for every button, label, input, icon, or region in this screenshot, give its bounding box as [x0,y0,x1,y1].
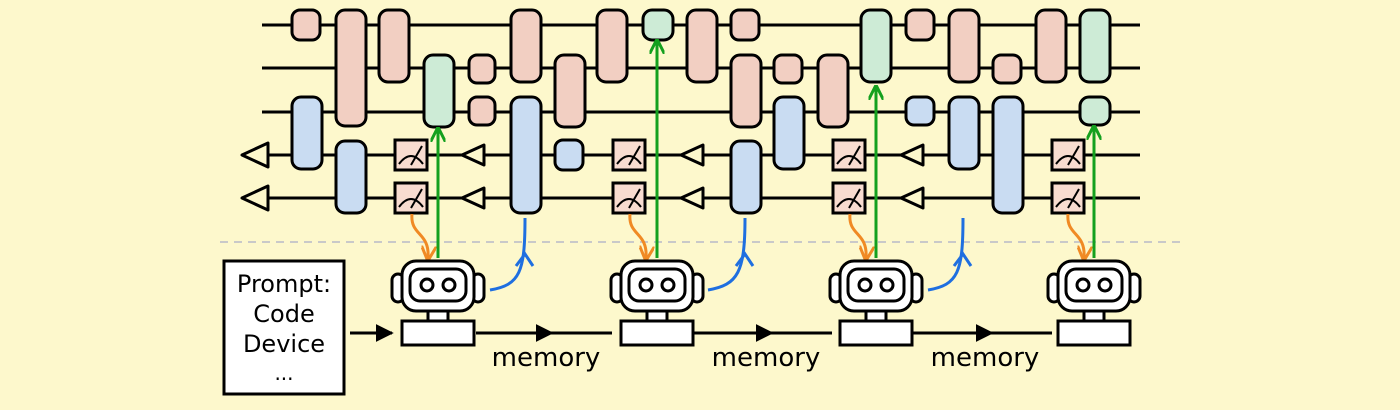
memory-label: memory [712,343,821,373]
memory-label: memory [931,343,1040,373]
measurements [393,138,1086,215]
gate [553,53,587,129]
blue-arrows [489,217,973,292]
prompt-line-2: Code [253,300,314,328]
blue-arrow-head [514,251,535,267]
blue-arrow [927,217,965,292]
triangle-left-icon [899,143,925,167]
gate [904,8,936,42]
gate [553,138,585,172]
green-gates [422,8,1112,129]
orange-arrows [410,213,1084,258]
triangle-left-icon [679,143,705,167]
gate [467,95,497,127]
gate [509,95,543,215]
meter-icon [611,181,647,215]
triangle-left-icon [899,186,925,210]
memory-label: memory [492,343,601,373]
meter-icon [831,138,867,172]
green-arrows [438,42,1094,258]
gate [729,53,763,129]
gate [816,53,850,129]
robot-icon [1046,259,1142,347]
blue-gates [290,95,1025,215]
gate [334,8,368,128]
gate [685,8,719,84]
orange-arrow [848,213,866,258]
gate [772,95,806,171]
pink-gates [290,8,1068,129]
gate [334,139,368,215]
blue-arrow-head [952,251,973,267]
prompt-line-1: Prompt: [237,270,331,298]
orange-arrow [410,213,428,258]
triangle-left-icon [240,141,270,169]
triangle-left-icon [240,184,270,212]
gate [904,95,936,127]
triangle-left-icon [679,186,705,210]
gate [729,139,763,215]
blue-arrow-head [734,251,755,267]
gate [377,8,411,84]
triangle-left-icon [460,186,486,210]
meter-icon [831,181,867,215]
gate [1078,95,1112,127]
gate [991,53,1023,85]
gate [641,8,675,42]
meter-icon [1050,138,1086,172]
agents [390,259,1142,347]
robot-icon [828,259,924,347]
meter-icon [393,181,429,215]
meter-icon [611,138,647,172]
gate [595,8,629,84]
triangle-left-icon [460,143,486,167]
gate [859,8,893,84]
prompt-line-4: ... [274,361,293,385]
orange-arrow [628,213,646,258]
prompt-box: Prompt: Code Device ... [222,259,346,396]
gate [947,95,981,171]
gate [1034,8,1068,84]
gate [947,8,981,84]
blue-arrow [707,217,747,292]
blue-arrow [489,217,527,292]
gate [290,95,324,171]
gate [772,53,804,85]
reset-triangles [240,141,925,212]
prompt-line-3: Device [243,330,325,358]
gate [467,53,497,85]
gate [1078,8,1112,84]
gate [509,8,543,84]
orange-arrow [1066,213,1084,258]
meter-icon [1050,181,1086,215]
gate [729,8,761,42]
gate [991,95,1025,215]
prompt-frame [222,259,346,396]
robot-icon [609,259,705,347]
gate [290,8,322,42]
meter-icon [393,138,429,172]
gate [422,53,456,129]
robot-icon [390,259,486,347]
